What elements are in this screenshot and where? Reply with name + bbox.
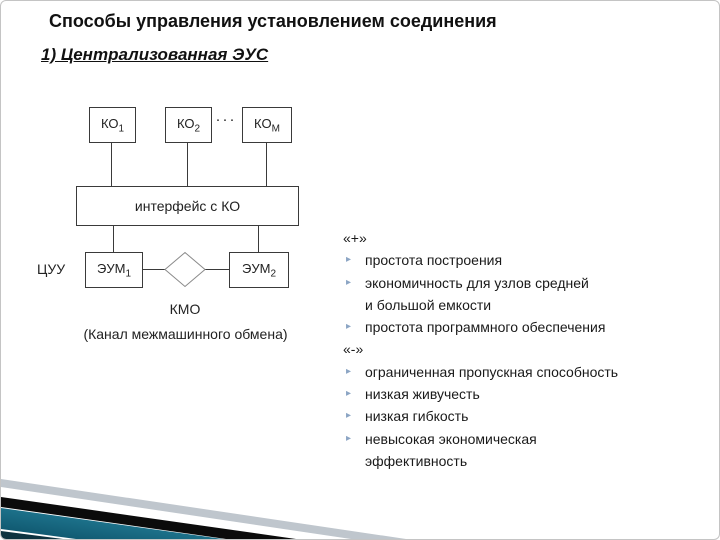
bullet-icon: ▸ bbox=[346, 365, 352, 377]
kmo-diamond-shape bbox=[164, 251, 206, 288]
box-ko2-label: КО2 bbox=[176, 115, 201, 135]
plus-header: «+» bbox=[343, 230, 367, 246]
list-item-text: низкая живучесть bbox=[365, 386, 480, 403]
kmo-label: КМО bbox=[169, 301, 201, 317]
list-item: ▸ простота программного обеспечения bbox=[341, 316, 713, 338]
list-item: ▸ ограниченная пропускная способность bbox=[341, 361, 713, 383]
list-item-text: простота программного обеспечения bbox=[365, 319, 606, 336]
box-eum2-label: ЭУМ2 bbox=[242, 260, 276, 280]
list-item-text: невысокая экономическая bbox=[365, 430, 537, 447]
decoration-teal-stripe bbox=[1, 508, 223, 539]
box-eum1-label: ЭУМ1 bbox=[97, 260, 131, 280]
page-title: Способы управления установлением соедине… bbox=[49, 11, 497, 31]
box-interface: интерфейс с КО bbox=[76, 186, 299, 226]
decoration-black-stripe bbox=[1, 497, 296, 539]
bullet-icon: ▸ bbox=[346, 410, 352, 422]
list-item-continuation: и большой емкости bbox=[341, 294, 713, 316]
box-ko1-label: КО1 bbox=[100, 115, 125, 135]
list-item-continuation: эффективность bbox=[341, 450, 713, 472]
bullet-icon: ▸ bbox=[346, 276, 352, 288]
list-item: ▸ невысокая экономическая bbox=[341, 428, 713, 450]
box-kom: КОМ bbox=[242, 107, 292, 143]
box-interface-label: интерфейс с КО bbox=[134, 198, 241, 214]
box-kom-label: КОМ bbox=[254, 115, 280, 135]
cuu-label: ЦУУ bbox=[37, 261, 66, 277]
list-item-text: эффективность bbox=[365, 452, 468, 469]
box-ko2: КО2 bbox=[165, 107, 212, 143]
bullet-icon: ▸ bbox=[346, 388, 352, 400]
box-ko1: КО1 bbox=[89, 107, 136, 143]
kmo-caption: (Канал межмашинного обмена) bbox=[83, 326, 288, 342]
box-eum1: ЭУМ1 bbox=[85, 252, 143, 288]
list-item: ▸ низкая гибкость bbox=[341, 405, 713, 427]
list-item-text: простота построения bbox=[365, 252, 503, 269]
list-item-text: ограниченная пропускная способность bbox=[365, 363, 619, 380]
list-item: ▸ простота построения bbox=[341, 249, 713, 271]
ellipsis-dots: ··· bbox=[215, 111, 237, 128]
decoration-silver-stripe bbox=[1, 479, 406, 539]
list-item: ▸ низкая живучесть bbox=[341, 383, 713, 405]
list-item: ▸ экономичность для узлов средней bbox=[341, 272, 713, 294]
list-item-text: экономичность для узлов средней bbox=[365, 274, 589, 291]
decoration-corner-triangle bbox=[1, 531, 63, 539]
minus-header: «-» bbox=[343, 341, 364, 358]
bullet-icon: ▸ bbox=[346, 254, 352, 266]
pros-cons-list: «+» ▸ простота построения ▸ экономичност… bbox=[341, 227, 713, 472]
bullet-icon: ▸ bbox=[346, 432, 352, 444]
slide-subtitle: 1) Централизованная ЭУС bbox=[41, 45, 269, 64]
box-eum2: ЭУМ2 bbox=[229, 252, 289, 288]
list-item-text: и большой емкости bbox=[365, 296, 492, 313]
list-item-text: низкая гибкость bbox=[365, 408, 469, 425]
bullet-icon: ▸ bbox=[346, 321, 352, 333]
